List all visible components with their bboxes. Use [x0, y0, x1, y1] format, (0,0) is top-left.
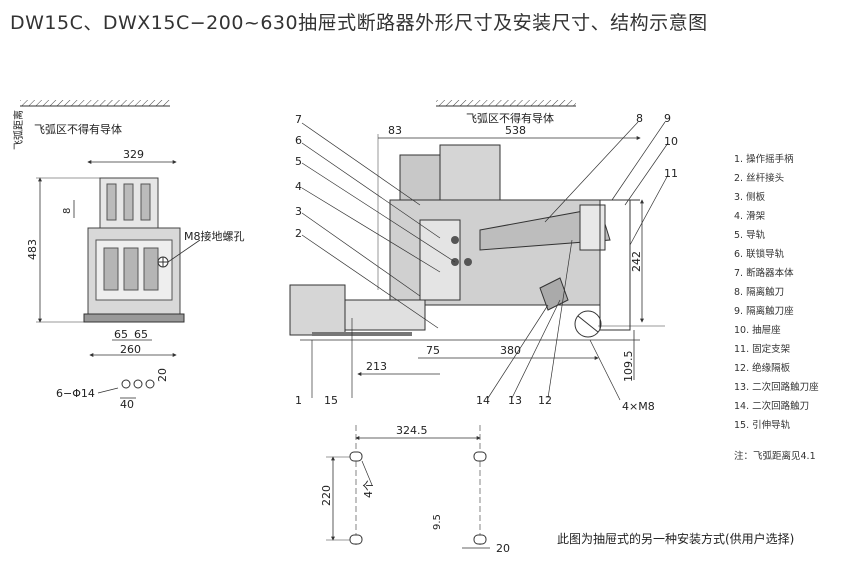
legend-item: 4. 滑架: [734, 211, 766, 222]
hole-label: 6−Φ14: [56, 387, 95, 400]
arc-distance-label: 飞弧距离: [12, 110, 25, 150]
callout-12: 12: [538, 394, 552, 407]
dim-65a: 65: [114, 328, 128, 341]
dim-483: 483: [26, 239, 39, 260]
dim-380: 380: [500, 344, 521, 357]
dim-109-5: 109.5: [622, 351, 635, 383]
dim-220: 220: [320, 485, 333, 506]
callout-8: 8: [636, 112, 643, 125]
page-title: DW15C、DWX15C−200~630抽屉式断路器外形尺寸及安装尺寸、结构示意…: [10, 12, 708, 34]
dim-324-5: 324.5: [396, 424, 428, 437]
callout-3: 3: [295, 205, 302, 218]
legend-item: 1. 操作摇手柄: [734, 154, 794, 165]
dim-329: 329: [123, 148, 144, 161]
legend-item: 11. 固定支架: [734, 344, 791, 355]
side-arc-zone-label: 飞弧区不得有导体: [466, 111, 554, 125]
bolt-label: 4×M8: [622, 400, 655, 413]
callout-6: 6: [295, 134, 302, 147]
callout-13: 13: [508, 394, 522, 407]
legend-item: 10. 抽屉座: [734, 325, 781, 336]
dim-75: 75: [426, 344, 440, 357]
callout-9: 9: [664, 112, 671, 125]
dim-242: 242: [630, 251, 643, 272]
legend-item: 8. 隔离触刀: [734, 287, 785, 298]
callout-11: 11: [664, 167, 678, 180]
legend-item: 7. 断路器本体: [734, 268, 794, 279]
callout-2: 2: [295, 227, 302, 240]
legend-item: 9. 隔离触刀座: [734, 306, 794, 317]
note: 注：飞弧距离见4.1: [734, 451, 816, 462]
dim-40: 40: [120, 398, 134, 411]
callout-4: 4: [295, 180, 302, 193]
ground-bolt-label: M8接地螺孔: [184, 230, 245, 243]
dim-8: 8: [62, 208, 73, 214]
arc-zone-label: 飞弧区不得有导体: [34, 122, 122, 136]
legend-item: 12. 绝缘隔板: [734, 363, 791, 374]
dim-260: 260: [120, 343, 141, 356]
callout-1: 1: [295, 394, 302, 407]
legend-item: 15. 引伸导轨: [734, 420, 791, 431]
caption: 此图为抽屉式的另一种安装方式(供用户选择): [557, 532, 795, 546]
legend-item: 2. 丝杆接头: [734, 173, 785, 184]
dim-20: 20: [156, 368, 169, 382]
callout-10: 10: [664, 135, 678, 148]
dim-9-5: 9.5: [432, 514, 443, 530]
callout-7: 7: [295, 113, 302, 126]
legend-item: 6. 联锁导轨: [734, 249, 785, 260]
legend-item: 3. 侧板: [734, 192, 766, 203]
dim-213: 213: [366, 360, 387, 373]
legend-item: 14. 二次回路触刀: [734, 401, 810, 412]
dim-538: 538: [505, 124, 526, 137]
ceiling-hatch: [20, 100, 170, 106]
legend-item: 13. 二次回路触刀座: [734, 382, 819, 393]
bottom-mount-view: 324.5 220 4个 9.5 20: [320, 424, 510, 555]
side-view: 飞弧区不得有导体 83 538 242 109.5 75 38: [289, 100, 678, 413]
callout-14: 14: [476, 394, 490, 407]
legend-item: 5. 导轨: [734, 230, 766, 241]
dim-65b: 65: [134, 328, 148, 341]
callout-5: 5: [295, 155, 302, 168]
holes-label: 4个: [362, 480, 375, 498]
handle-housing: [289, 284, 346, 336]
dim-bottom-20: 20: [496, 542, 510, 555]
dim-83: 83: [388, 124, 402, 137]
front-view: 飞弧区不得有导体 飞弧距离 329 483 8 M8接地螺孔 65 65: [12, 100, 245, 411]
callout-15: 15: [324, 394, 338, 407]
